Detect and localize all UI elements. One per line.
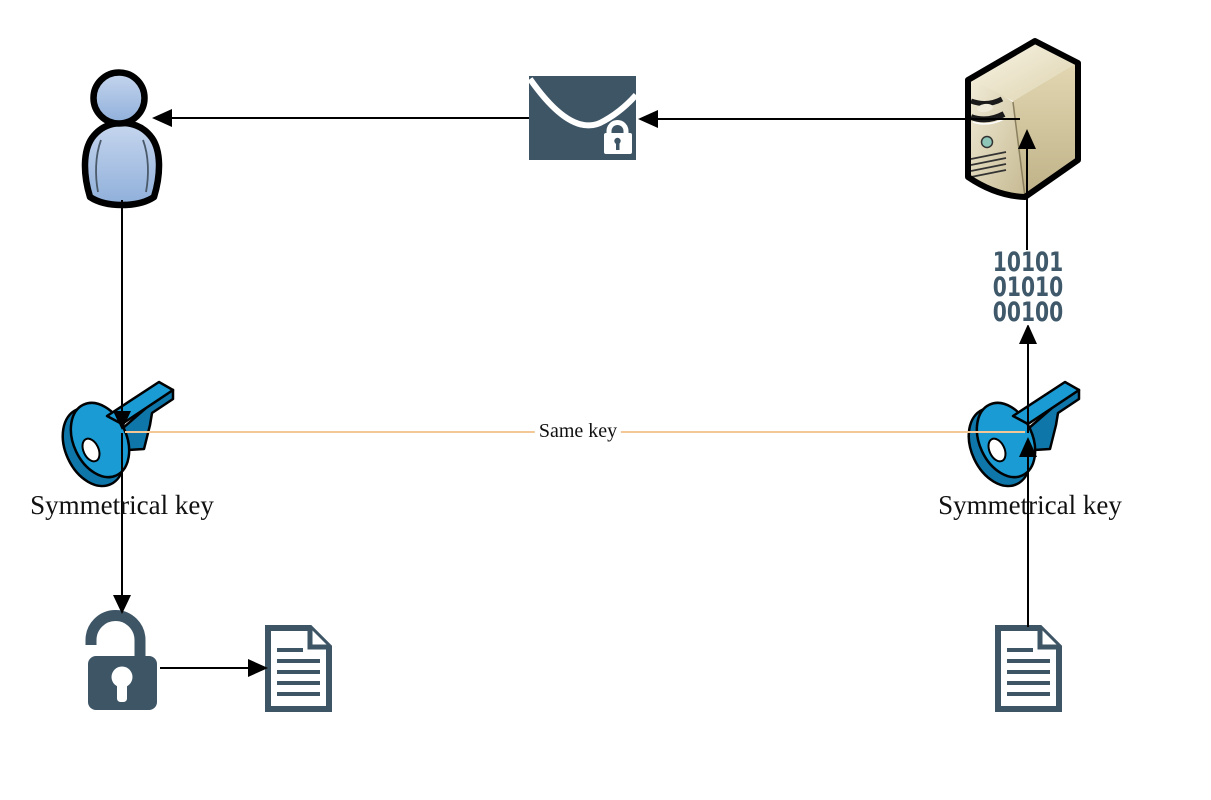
arrow-document-to-key [1019, 437, 1037, 627]
locked-envelope-icon [527, 76, 639, 160]
server-outline [965, 38, 1081, 200]
arrow-envelope-to-person [152, 109, 529, 127]
server-drive-slot [970, 96, 1004, 107]
padlock-keyhole [111, 666, 133, 688]
arrow-padlock-to-document [160, 659, 268, 677]
server-top-face [968, 40, 1078, 101]
arrow-binary-to-server [1018, 129, 1036, 252]
envelope-lock-keyhole-stem [616, 142, 620, 150]
arrowhead [1019, 437, 1037, 457]
server-edge [1012, 101, 1026, 198]
arrowhead [113, 411, 131, 430]
server-side-face [1013, 62, 1078, 197]
arrowhead [152, 109, 172, 127]
binary-data-text: 10101 01010 00100 [990, 247, 1066, 328]
person-arm-seam [142, 139, 149, 193]
arrow-server-to-envelope [638, 110, 1020, 128]
arrowhead [638, 110, 658, 128]
arrow-person-to-key [113, 200, 131, 430]
person-head [90, 69, 148, 127]
padlock-keyhole-stem [117, 682, 127, 702]
arrowhead [113, 595, 131, 614]
server-slot-highlight [972, 118, 1005, 125]
same-key-label: Same key [534, 420, 622, 443]
arrow-key-to-binary [1019, 324, 1037, 433]
binary-line: 10101 [992, 247, 1064, 278]
arrowhead [1018, 129, 1036, 149]
open-padlock-icon [85, 610, 157, 710]
arrow-key-to-padlock [113, 433, 131, 614]
server-tower-icon [965, 38, 1081, 200]
binary-line: 00100 [992, 297, 1064, 328]
server-power-button [980, 135, 994, 149]
symmetrical-key-label-right: Symmetrical key [938, 490, 1122, 520]
envelope-lock-shackle [606, 120, 629, 135]
arrowhead [248, 659, 268, 677]
person-arm-seam [95, 139, 102, 193]
arrowhead [1019, 324, 1037, 344]
padlock-shackle [85, 610, 146, 658]
server-vents [970, 151, 1007, 178]
envelope-flap-curve [527, 77, 639, 129]
binary-line: 01010 [992, 272, 1064, 303]
server-drive-tray [977, 103, 993, 113]
symmetrical-key-label-left: Symmetrical key [30, 490, 214, 520]
